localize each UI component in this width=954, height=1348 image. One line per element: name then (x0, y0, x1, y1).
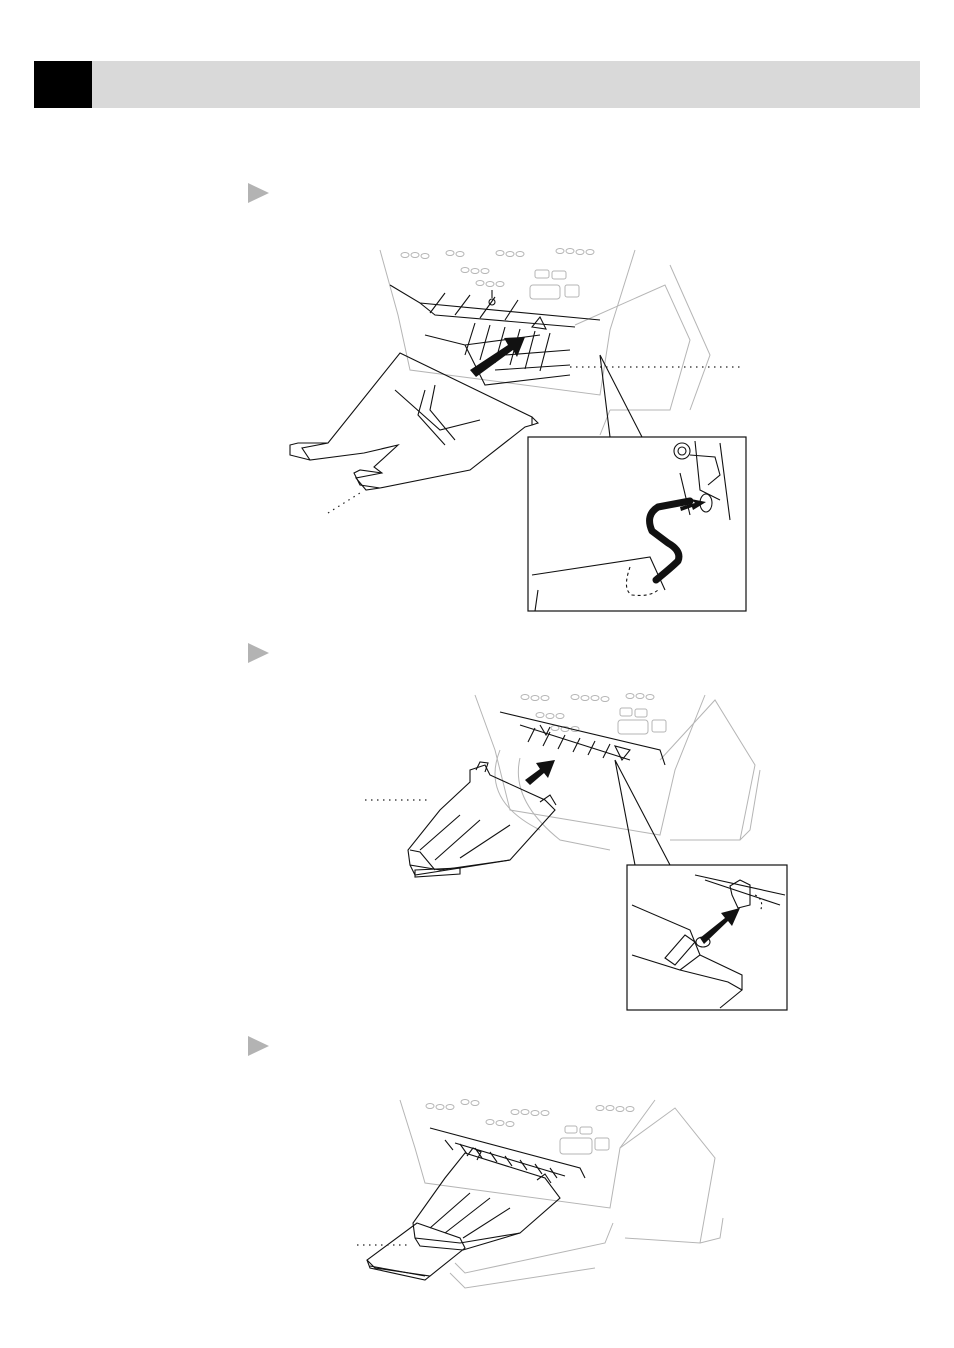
step-marker-2 (248, 643, 269, 663)
insert-arrow-icon (525, 760, 555, 785)
step-marker-1 (248, 183, 269, 203)
paper-guide-slots (425, 290, 570, 385)
figure-tray-extension (355, 1098, 725, 1293)
paper-support-wire (290, 353, 538, 490)
step-marker-3 (248, 1036, 269, 1056)
tray-extension (367, 1223, 465, 1280)
zoom-detail-box (528, 437, 746, 611)
chapter-number-tab (34, 61, 92, 108)
callout-line-wire (328, 493, 360, 513)
machine-outline (380, 249, 710, 436)
tray-slots (430, 1128, 585, 1178)
figure-output-tray (360, 690, 790, 1015)
machine-outline (400, 1100, 723, 1289)
chapter-header-bar (34, 61, 920, 108)
figure-paper-support (270, 245, 770, 620)
output-tray (413, 1148, 560, 1250)
